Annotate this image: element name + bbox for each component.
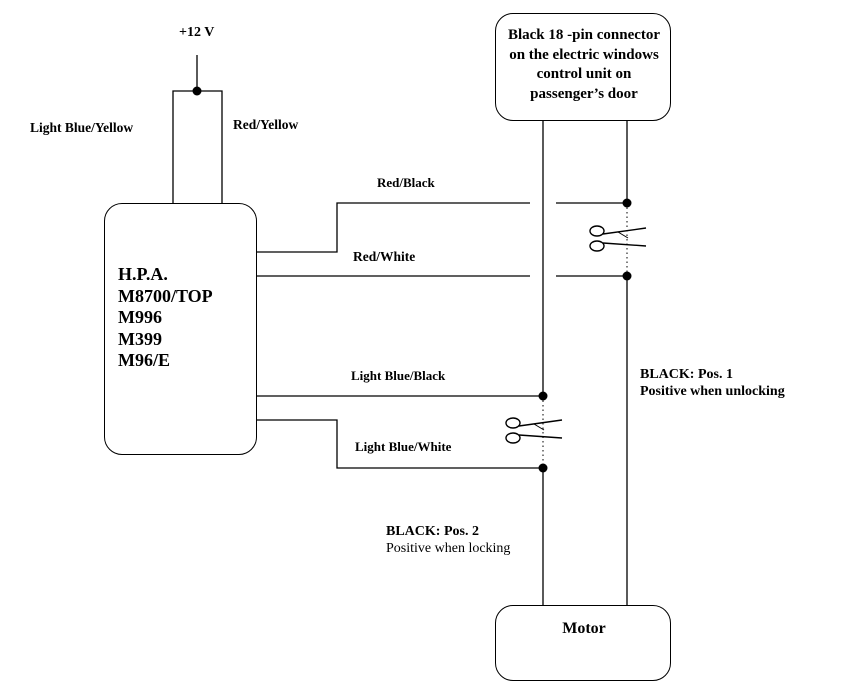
black-pos2-desc: Positive when locking	[386, 541, 511, 556]
red-black-junction-dot	[622, 198, 632, 208]
red-white-junction-dot	[622, 271, 632, 281]
black-pos1-title: BLACK: Pos. 1	[640, 367, 733, 382]
connector-line: control unit on	[536, 66, 632, 82]
black-pos1-desc: Positive when unlocking	[640, 384, 785, 399]
black-pos2-title: BLACK: Pos. 2	[386, 524, 479, 539]
module-line: M996	[118, 307, 162, 327]
light-blue-black-junction-dot	[538, 391, 548, 401]
scissors-icon	[589, 225, 647, 252]
connector-line: passenger’s door	[530, 85, 638, 102]
connector-line: on the electric windows	[509, 46, 659, 63]
scissors-icon	[505, 417, 563, 444]
supply-junction-dot	[192, 86, 202, 96]
motor-box: Motor	[495, 605, 671, 681]
module-line: M8700/TOP	[118, 285, 213, 306]
connector-box: Black 18 -pin connector on the electric …	[495, 13, 671, 121]
red-white-label: Red/White	[353, 249, 416, 264]
module-box: H.P.A. M8700/TOP M996 M399 M96/E	[104, 203, 257, 455]
connector-label: Black 18 -pin connector on the electric …	[496, 26, 672, 104]
light-blue-white-junction-dot	[538, 463, 548, 473]
light-blue-white-label: Light Blue/White	[355, 439, 452, 454]
light-blue-yellow-wire	[172, 90, 197, 203]
red-yellow-label: Red/Yellow	[233, 117, 299, 132]
connector-line: Black 18 -pin connector	[507, 27, 661, 43]
module-line: H.P.A.	[118, 264, 168, 284]
module-line: M399	[118, 328, 162, 349]
red-black-label: Red/Black	[377, 175, 435, 190]
module-label: H.P.A. M8700/TOP M996 M399 M96/E	[118, 264, 213, 372]
motor-label: Motor	[562, 620, 606, 637]
light-blue-yellow-label: Light Blue/Yellow	[30, 120, 134, 135]
light-blue-white-wire	[256, 419, 543, 469]
supply-label: +12 V	[179, 25, 215, 40]
red-black-wire	[256, 202, 530, 253]
red-yellow-wire	[197, 90, 223, 203]
module-line: M96/E	[118, 350, 170, 370]
light-blue-black-label: Light Blue/Black	[351, 368, 446, 383]
